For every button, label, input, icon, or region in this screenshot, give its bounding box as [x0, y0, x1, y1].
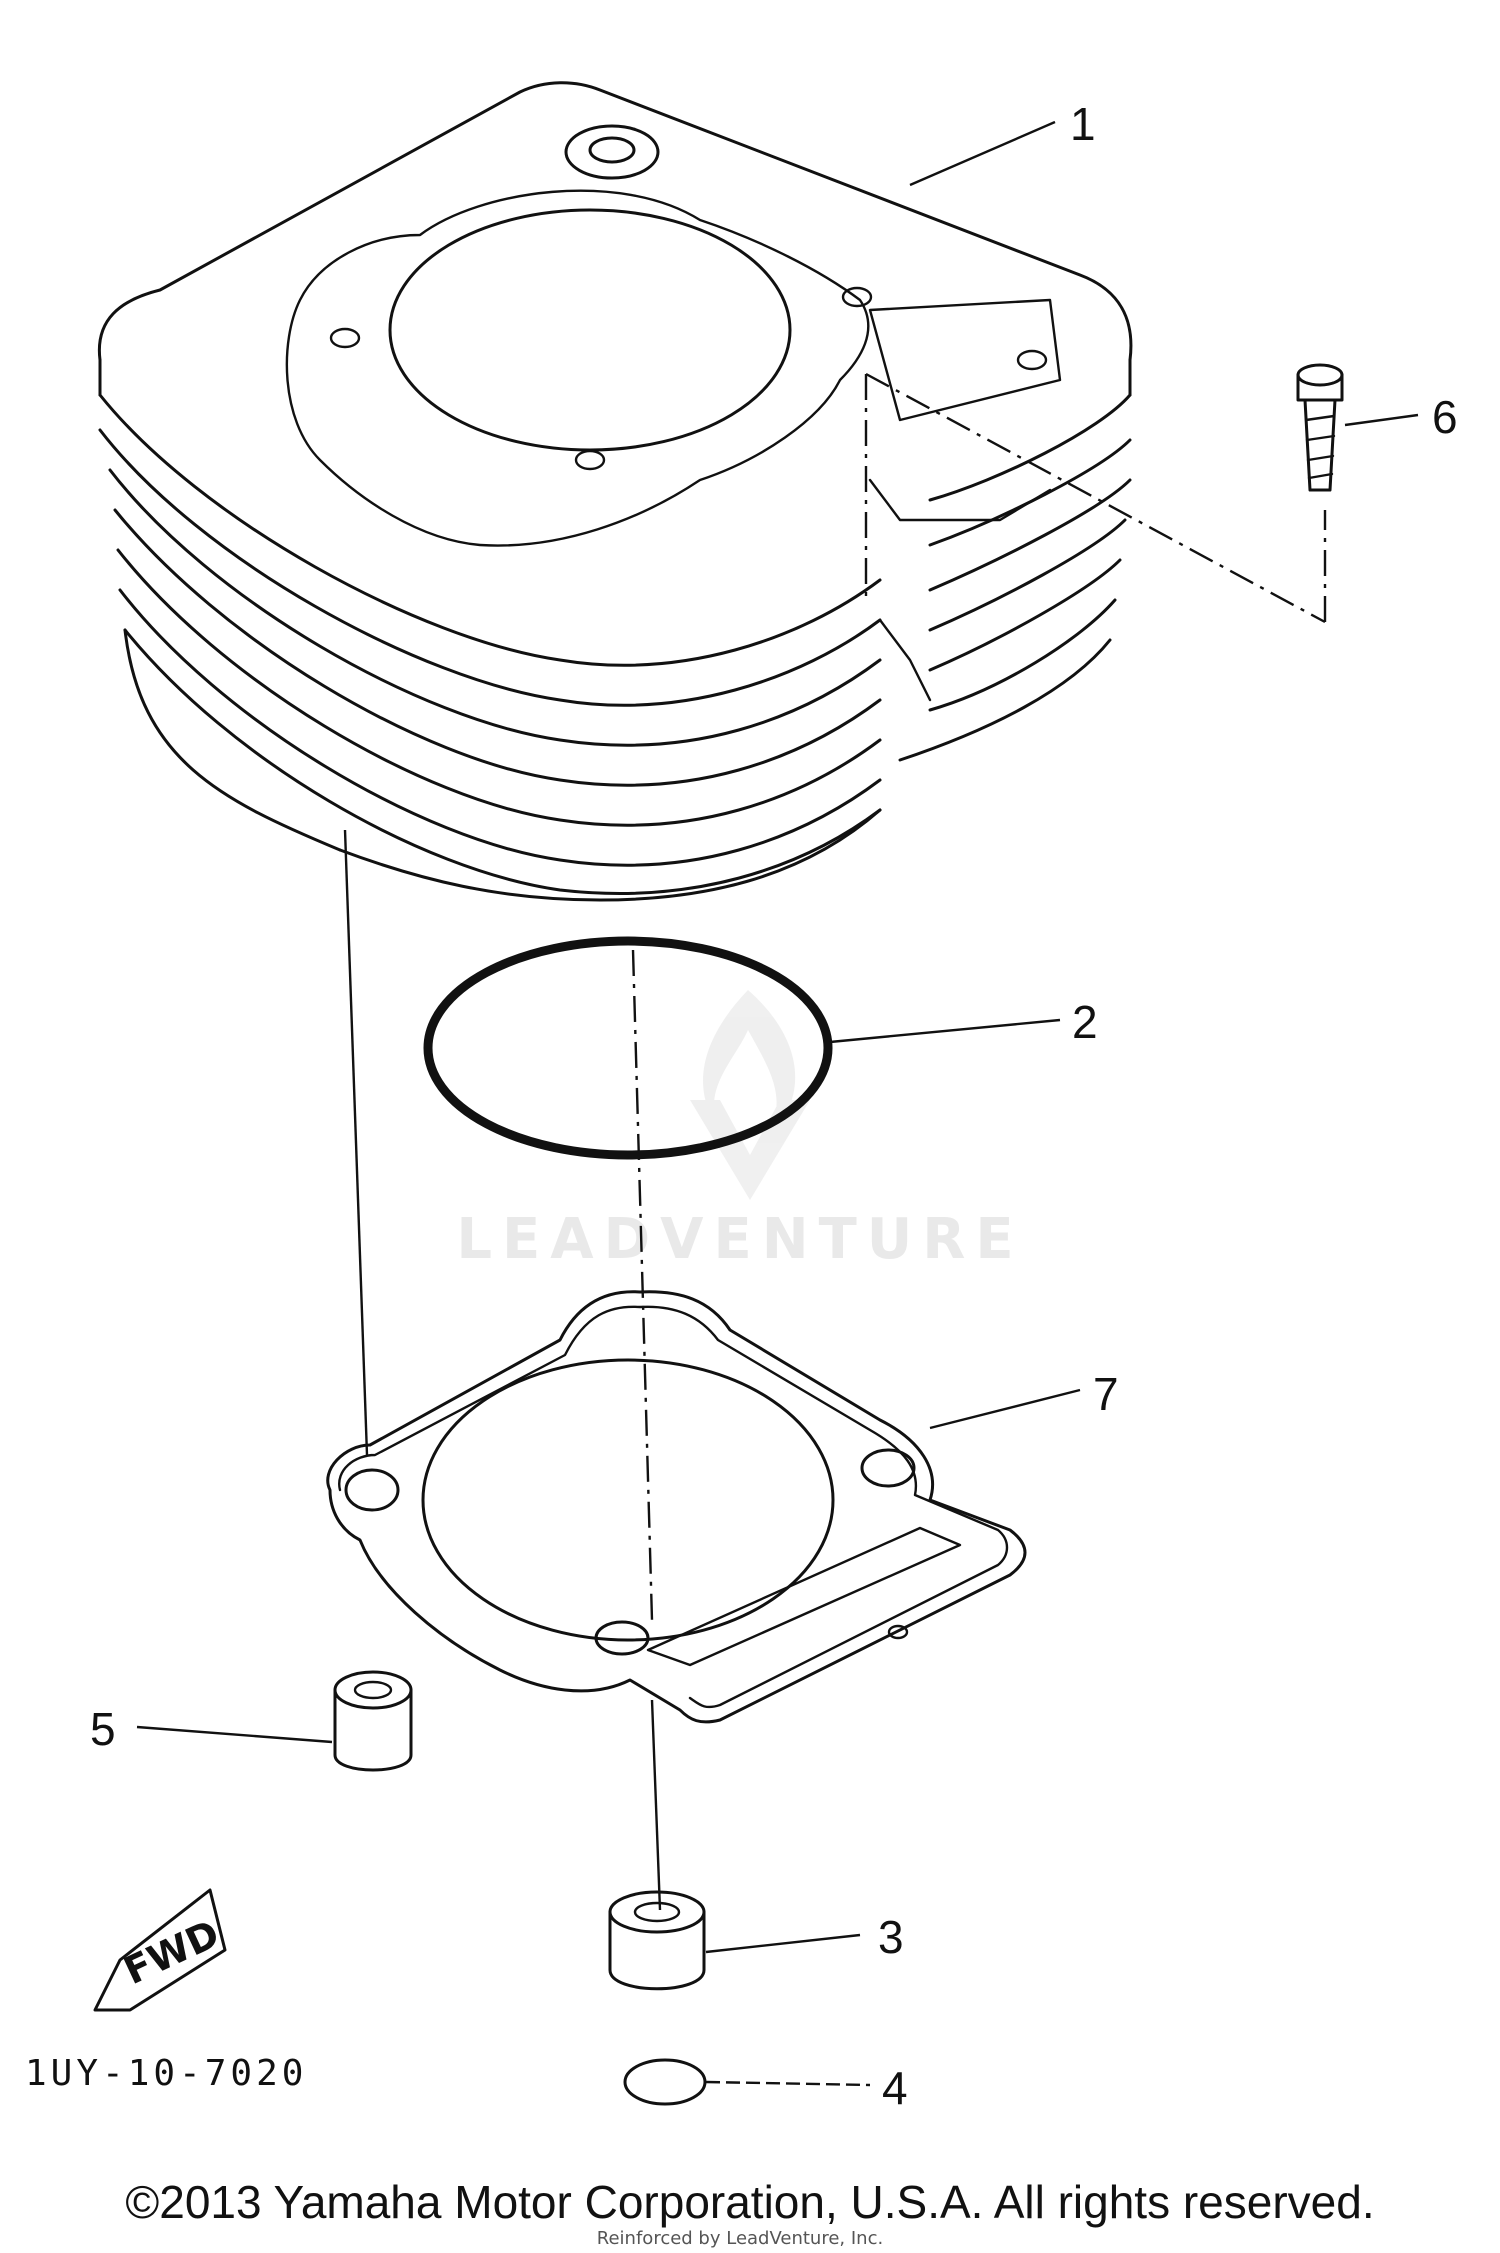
leader-lines [136, 120, 1419, 2087]
callout-5: 5 [90, 1703, 116, 1755]
fwd-arrow-icon: FWD [93, 1888, 227, 2012]
callout-7: 7 [1093, 1368, 1119, 1420]
callout-1: 1 [1070, 98, 1096, 150]
callout-2: 2 [1072, 996, 1098, 1048]
bolt-part [1296, 363, 1344, 492]
dowel-pin-part-5 [333, 1670, 413, 1772]
dowel-pin-part-3 [608, 1890, 706, 1991]
watermark-small-text: Reinforced by LeadVenture, Inc. [597, 2228, 883, 2249]
o-ring-part [423, 936, 833, 1160]
assembly-lines [343, 372, 1327, 1911]
callout-3: 3 [878, 1911, 904, 1963]
callout-4: 4 [882, 2062, 908, 2114]
drawing-code: 1UY-10-7020 [25, 2053, 307, 2094]
base-gasket-part [326, 1290, 1027, 1724]
copyright-notice: ©2013 Yamaha Motor Corporation, U.S.A. A… [125, 2176, 1375, 2228]
small-o-ring-part-4 [623, 2058, 707, 2106]
watermark-logo [690, 990, 810, 1200]
callout-6: 6 [1432, 391, 1458, 443]
cylinder-part [97, 81, 1133, 902]
watermark-text: LEADVENTURE [456, 1207, 1023, 1272]
fwd-label: FWD [117, 1911, 226, 1993]
